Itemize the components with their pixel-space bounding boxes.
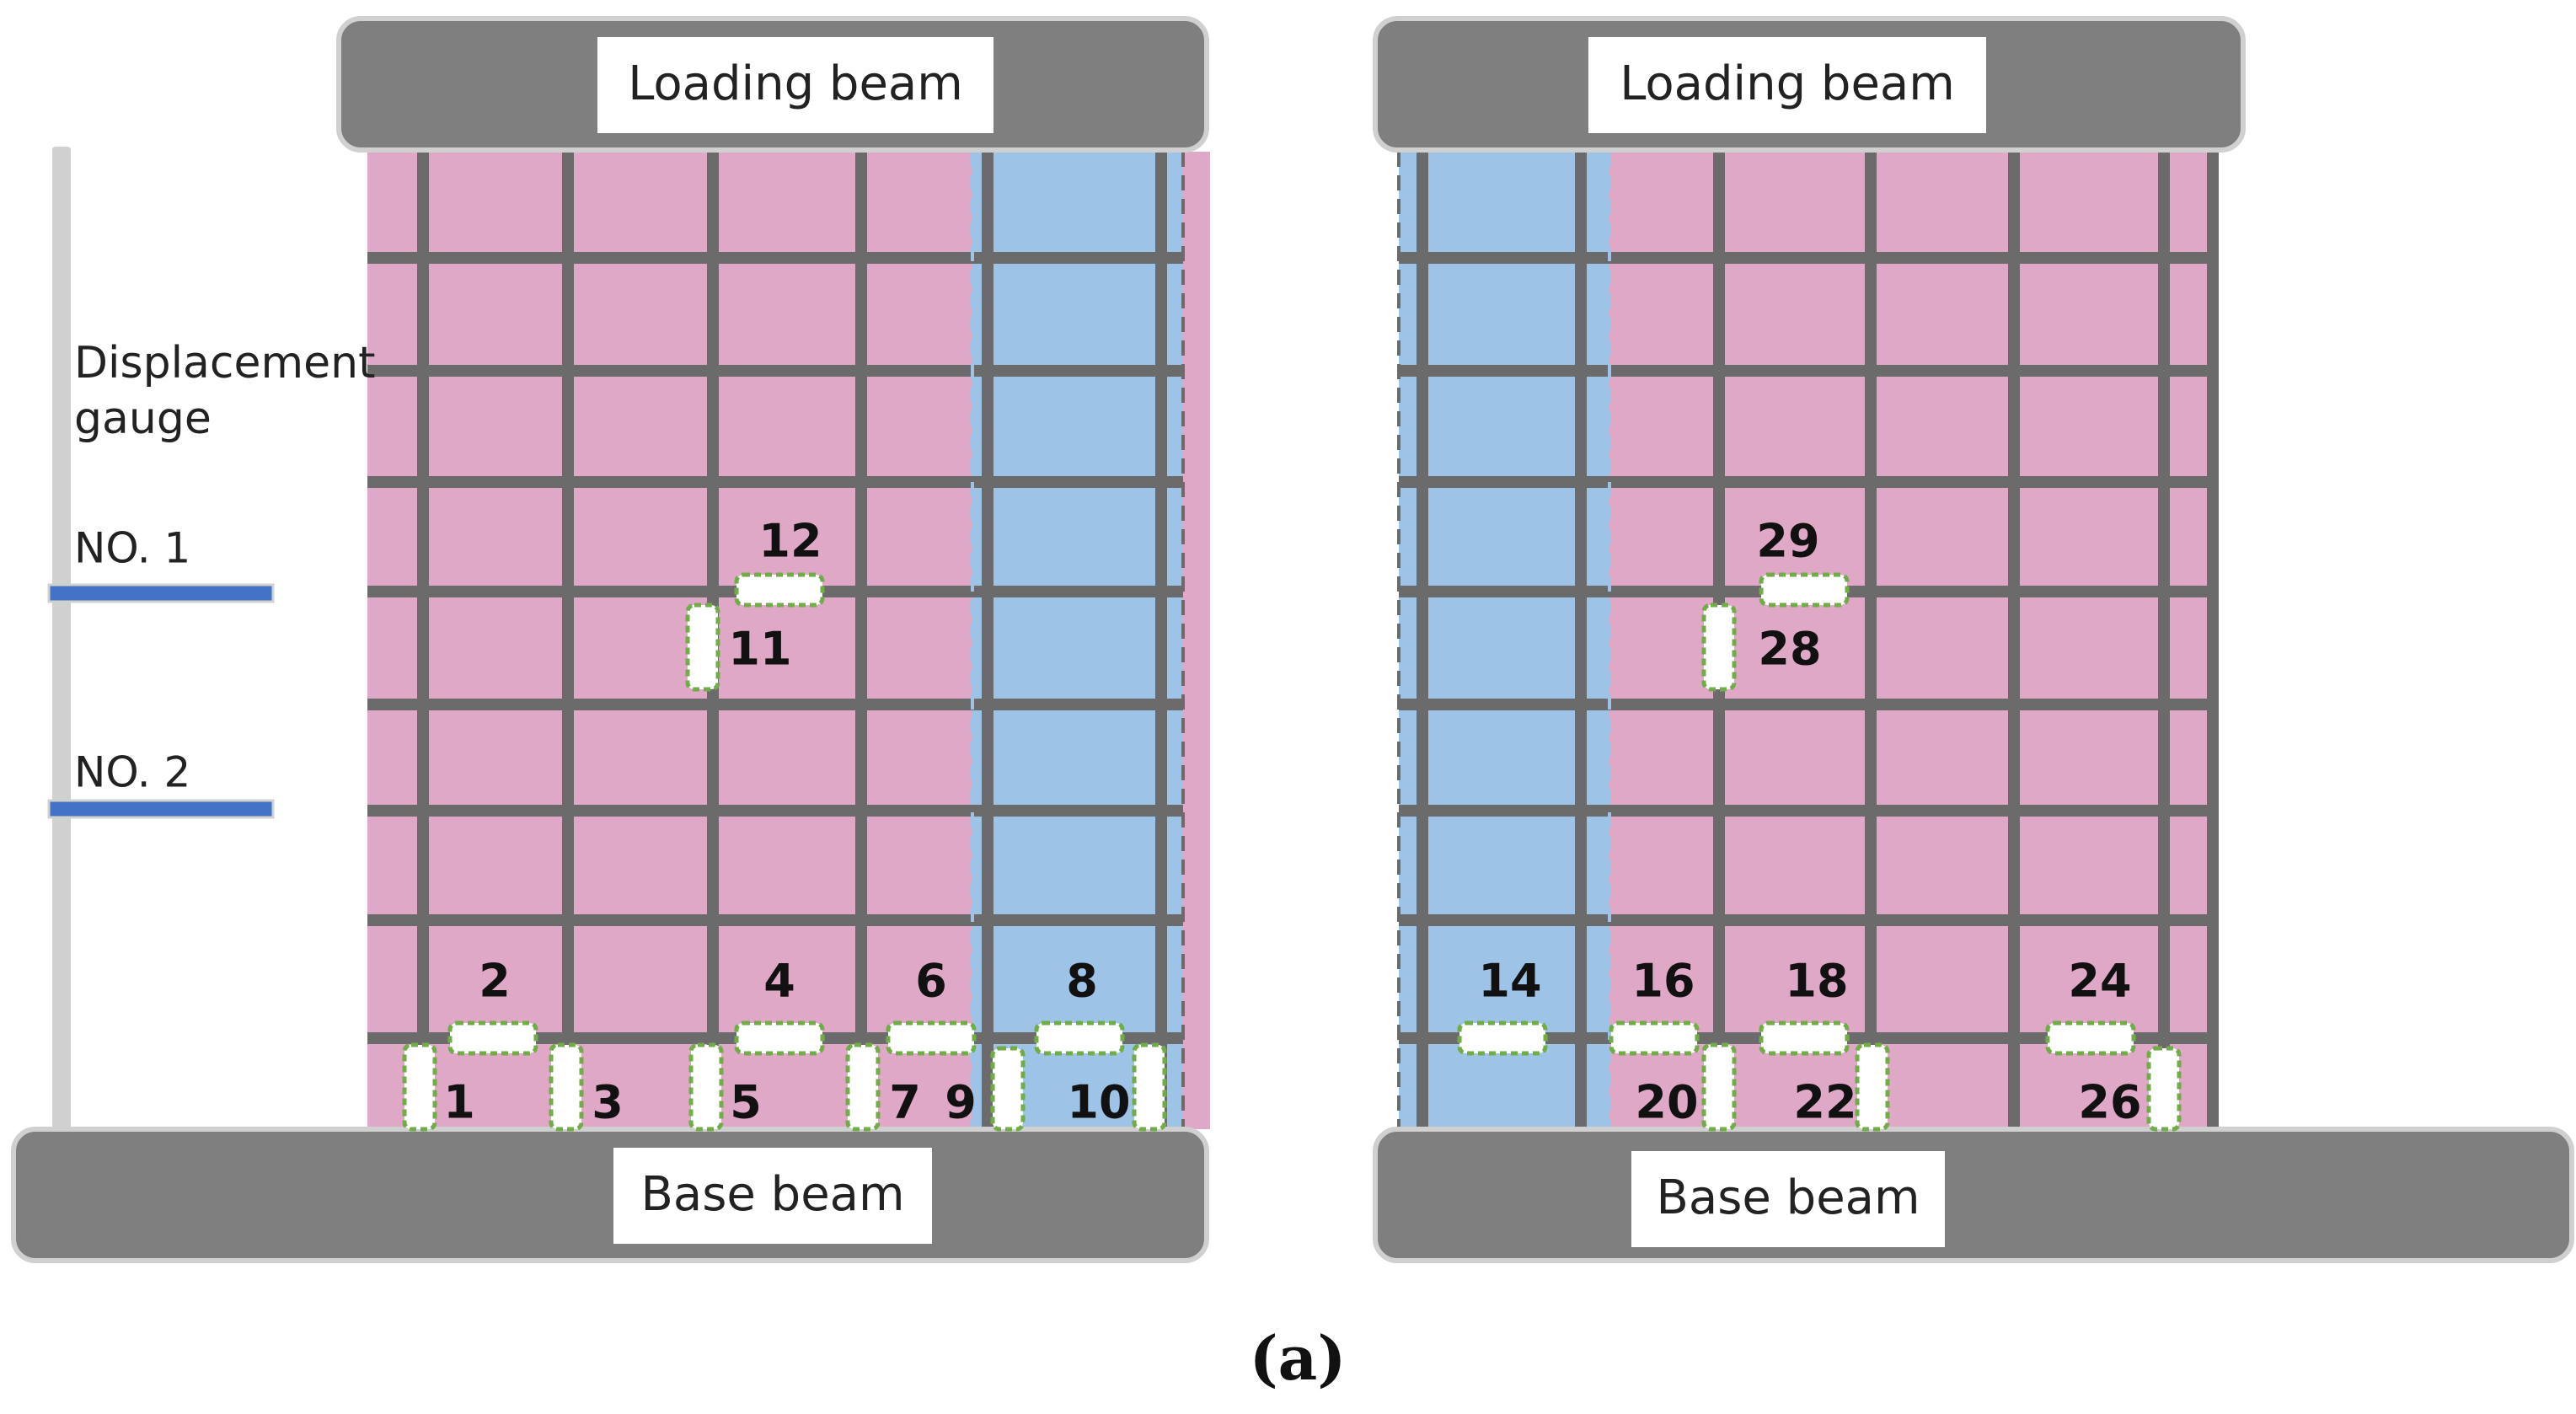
strain-gauge-12 xyxy=(734,572,825,608)
left-base-beam-label: Base beam xyxy=(640,1167,904,1222)
gauge-number-8: 8 xyxy=(1066,955,1098,1008)
gauge-number-7: 7 xyxy=(889,1076,921,1129)
gauge-number-1: 1 xyxy=(443,1076,475,1129)
right-loading-beam-label-box xyxy=(1588,37,1986,133)
strain-gauge-20 xyxy=(1701,1042,1737,1132)
left-specimen: Loading beam Base beam Displacement gaug… xyxy=(11,16,1210,1263)
strain-gauge-3 xyxy=(549,1042,584,1132)
strain-gauge-22 xyxy=(1855,1042,1890,1132)
strain-gauge-26 xyxy=(2146,1046,2182,1132)
strain-gauge-18 xyxy=(1759,1020,1850,1056)
gauge-number-22: 22 xyxy=(1793,1076,1856,1129)
right-specimen: Loading beam Base beam 14 16 18 20 22 24… xyxy=(1373,16,2574,1263)
displacement-gauge-stand xyxy=(52,147,71,1129)
strain-gauge-8 xyxy=(1034,1020,1125,1056)
right-loading-beam-label: Loading beam xyxy=(1620,56,1955,111)
strain-gauge-14 xyxy=(1457,1020,1548,1056)
strain-gauge-1 xyxy=(402,1042,437,1132)
gauge-no2-bar xyxy=(47,799,275,819)
strain-gauge-7 xyxy=(845,1042,881,1132)
gauge-number-14: 14 xyxy=(1478,955,1541,1008)
gauge-number-6: 6 xyxy=(915,955,947,1008)
left-gauge-numbers: 1 2 3 4 5 6 7 8 9 10 11 12 xyxy=(443,515,1130,1129)
strain-gauge-24 xyxy=(2045,1020,2136,1056)
strain-gauge-6 xyxy=(886,1020,977,1056)
gauge-number-2: 2 xyxy=(479,955,511,1008)
right-base-beam-label: Base beam xyxy=(1656,1170,1920,1225)
strain-gauge-11 xyxy=(685,603,720,692)
right-gauge-numbers: 14 16 18 20 22 24 26 28 29 xyxy=(1478,515,2141,1129)
gauge-number-5: 5 xyxy=(730,1076,762,1129)
gauge-no1-label: NO. 1 xyxy=(74,524,190,573)
strain-gauge-4 xyxy=(734,1020,825,1056)
gauge-no1-bar xyxy=(47,583,275,603)
left-boundary-column xyxy=(972,152,1183,1129)
gauge-number-3: 3 xyxy=(592,1076,624,1129)
gauge-number-10: 10 xyxy=(1067,1076,1130,1129)
strain-gauge-10 xyxy=(1132,1042,1167,1132)
gauge-number-26: 26 xyxy=(2078,1076,2141,1129)
strain-gauge-29 xyxy=(1759,572,1850,608)
gauge-number-12: 12 xyxy=(758,515,822,568)
strain-gauge-5 xyxy=(688,1042,724,1132)
left-loading-beam-label: Loading beam xyxy=(628,56,963,111)
left-loading-beam-label-box xyxy=(597,37,993,133)
gauge-number-16: 16 xyxy=(1631,955,1695,1008)
displacement-gauge-label-line1: Displacement xyxy=(74,338,375,388)
left-strain-gauges xyxy=(402,572,1167,1132)
strain-gauge-2 xyxy=(447,1020,538,1056)
gauge-number-4: 4 xyxy=(763,955,795,1008)
displacement-gauge-label-line2: gauge xyxy=(74,394,212,444)
right-base-beam-label-box xyxy=(1631,1151,1945,1247)
gauge-number-29: 29 xyxy=(1756,515,1819,568)
gauge-number-24: 24 xyxy=(2068,955,2131,1008)
left-base-beam xyxy=(11,1127,1209,1263)
gauge-number-11: 11 xyxy=(728,623,791,676)
strain-gauge-9 xyxy=(990,1046,1026,1132)
left-base-beam-label-box xyxy=(613,1148,932,1244)
strain-gauge-16 xyxy=(1609,1020,1700,1056)
gauge-number-20: 20 xyxy=(1635,1076,1698,1129)
right-base-beam xyxy=(1373,1127,2574,1263)
right-boundary-column xyxy=(1399,152,1609,1129)
gauge-number-18: 18 xyxy=(1785,955,1848,1008)
gauge-number-9: 9 xyxy=(945,1076,977,1129)
figure-caption: (a) xyxy=(1250,1322,1347,1394)
gauge-no2-label: NO. 2 xyxy=(74,748,190,797)
strain-gauge-28 xyxy=(1701,603,1737,692)
gauge-number-28: 28 xyxy=(1758,623,1821,676)
right-strain-gauges xyxy=(1457,572,2182,1132)
